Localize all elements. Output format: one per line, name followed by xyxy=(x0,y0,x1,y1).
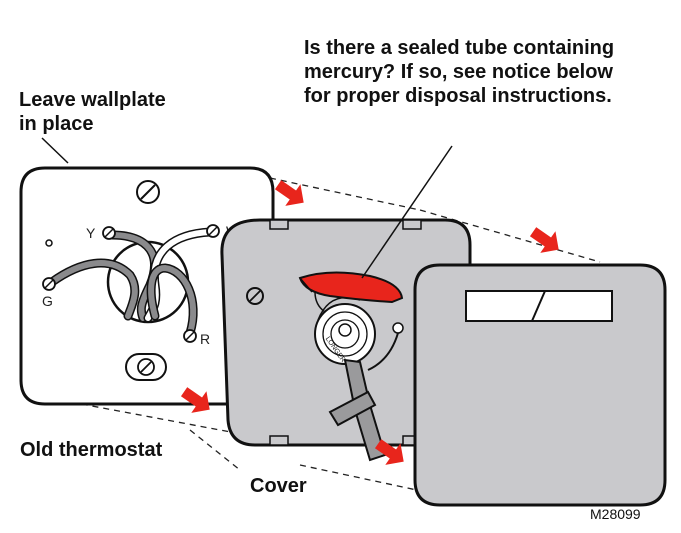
wallplate-hole xyxy=(45,239,53,247)
terminal-r-label: R xyxy=(200,331,210,347)
leave-wallplate-line-1: Leave wallplate xyxy=(19,89,166,111)
old-thermostat-body: LONGER xyxy=(220,145,472,462)
wallplate-bottom-screw xyxy=(125,353,167,381)
red-arrows xyxy=(180,180,559,465)
bimetal-coil: LONGER xyxy=(314,296,376,365)
cover xyxy=(413,263,667,507)
wallplate-leader xyxy=(41,137,69,164)
old-thermostat-label: Old thermostat xyxy=(20,439,163,461)
body-screw xyxy=(246,287,264,305)
mercury-notice-line-2: mercury? If so, see notice below xyxy=(304,61,613,83)
terminal-g-screw xyxy=(42,277,56,291)
bottom-left-tab xyxy=(269,435,289,446)
wallplate: Y W G R xyxy=(19,137,275,406)
mercury-leader xyxy=(361,145,453,279)
cover-label: Cover xyxy=(250,475,307,497)
top-left-tab xyxy=(269,219,289,230)
terminal-g-label: G xyxy=(42,293,53,309)
mercury-notice-label: Is there a sealed tube containing mercur… xyxy=(304,36,614,108)
mercury-tube xyxy=(298,271,404,313)
body-terminal xyxy=(367,322,404,371)
arrow-bottom-right xyxy=(374,439,404,465)
leave-wallplate-label: Leave wallplate in place xyxy=(19,88,166,136)
terminal-y-screw xyxy=(102,226,116,240)
wallplate-top-screw xyxy=(136,180,160,204)
arrow-top-right xyxy=(529,227,559,253)
lever-crossbar xyxy=(328,390,377,427)
mercury-notice-line-3: for proper disposal instructions. xyxy=(304,85,612,107)
arrow-bottom-left xyxy=(180,387,210,413)
terminal-w-screw xyxy=(206,224,220,238)
arrow-top-left xyxy=(274,180,304,206)
figure-code: M28099 xyxy=(590,506,641,522)
wires xyxy=(47,227,215,338)
leave-wallplate-line-2: in place xyxy=(19,113,94,135)
terminal-r-screw xyxy=(183,329,197,343)
mercury-notice-line-1: Is there a sealed tube containing xyxy=(304,37,615,59)
terminal-y-label: Y xyxy=(86,225,96,241)
top-right-tab xyxy=(402,219,422,230)
